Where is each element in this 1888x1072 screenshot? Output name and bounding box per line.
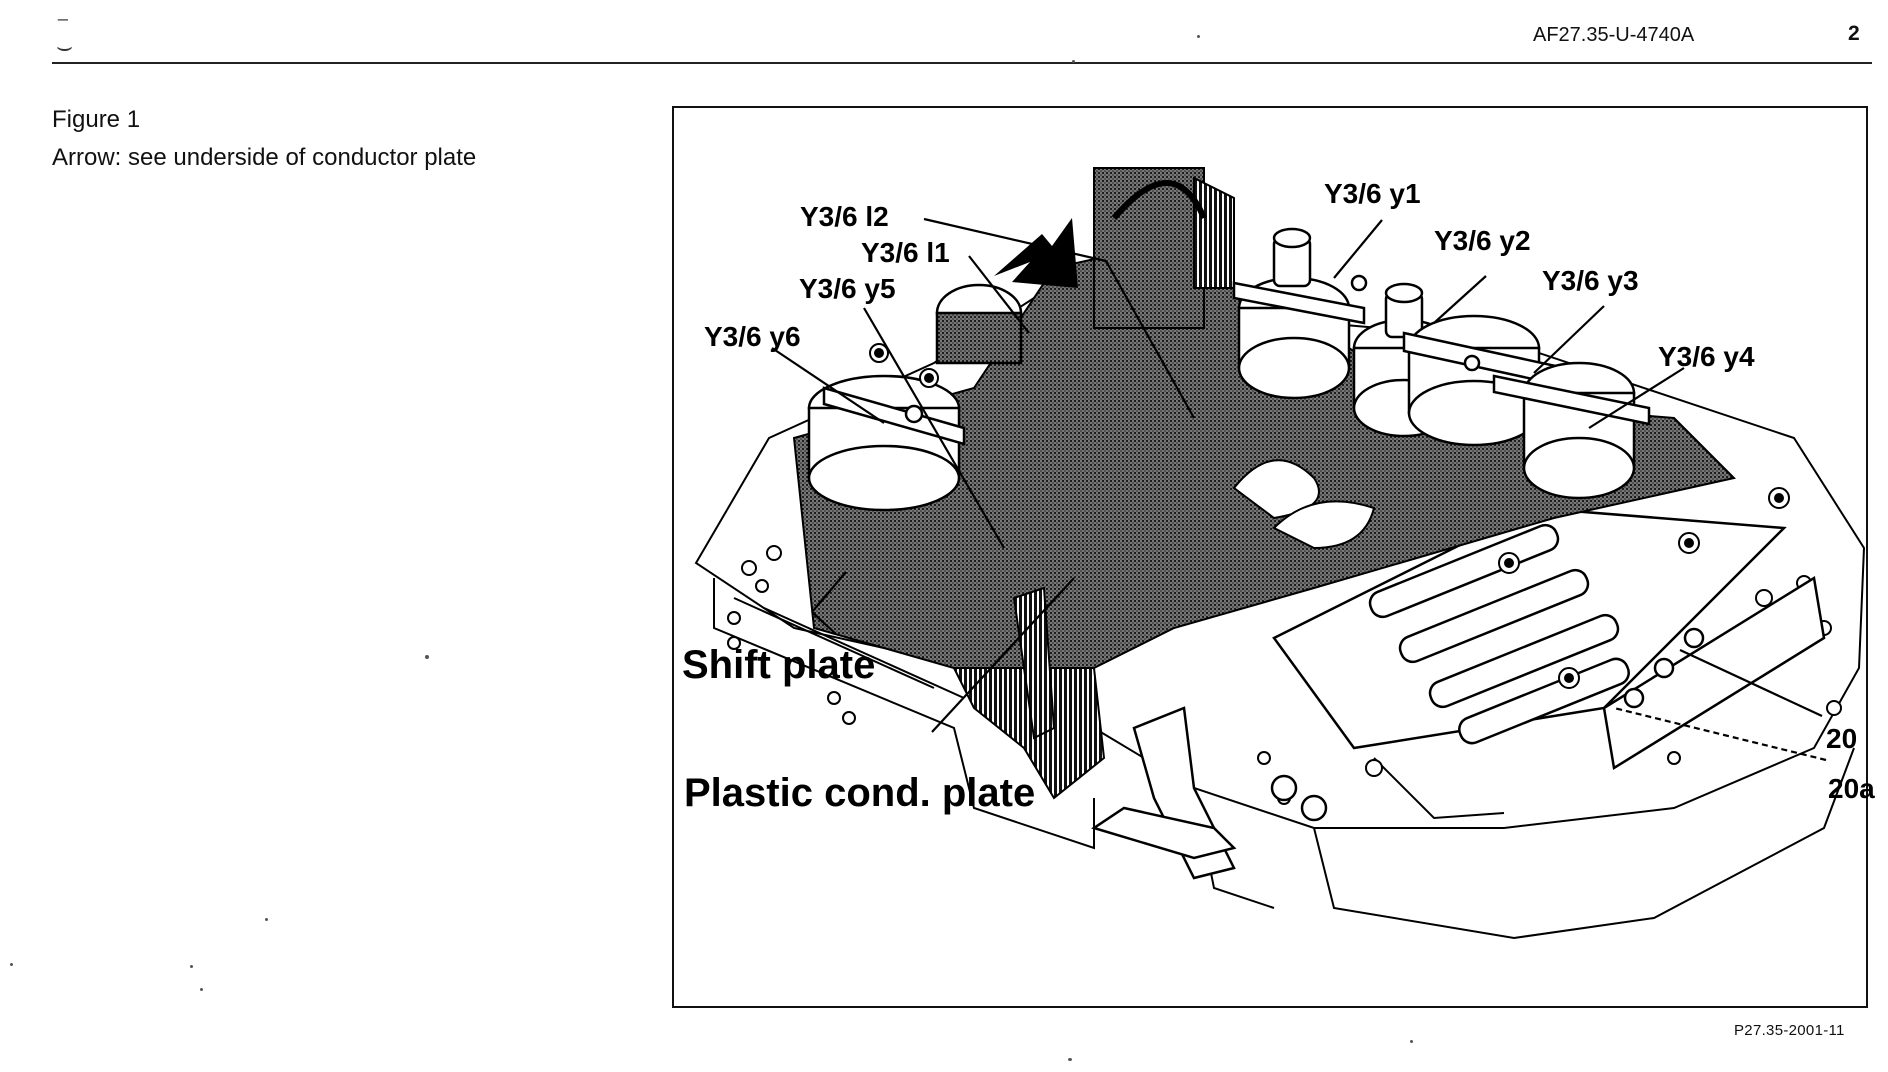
image-reference: P27.35-2001-11 — [1734, 1022, 1845, 1039]
label-y3-6-l2: Y3/6 l2 — [800, 201, 889, 232]
page-number: 2 — [1848, 22, 1860, 45]
scan-speck — [1410, 1040, 1413, 1043]
label-y3-6-y4: Y3/6 y4 — [1658, 341, 1755, 372]
plate-20-drawing — [1270, 506, 1826, 822]
label-20a: 20a — [1828, 773, 1875, 804]
label-y3-6-y6: Y3/6 y6 — [704, 321, 801, 352]
label-y3-6-y2: Y3/6 y2 — [1434, 225, 1531, 256]
scan-speck — [425, 655, 429, 659]
label-20: 20 — [1826, 723, 1857, 754]
scan-speck — [1068, 1058, 1072, 1061]
valve-body-illustration: Y3/6 l2 Y3/6 l1 Y3/6 y5 Y3/6 y6 Y3/6 y1 … — [682, 167, 1875, 940]
label-y3-6-y1: Y3/6 y1 — [1324, 178, 1421, 209]
label-plastic-cond-plate: Plastic cond. plate — [684, 771, 1035, 815]
label-y3-6-y5: Y3/6 y5 — [799, 273, 896, 304]
bracket-drawing — [1091, 706, 1237, 880]
scan-speck — [190, 965, 193, 968]
figure-title: Figure 1 — [52, 106, 141, 133]
label-y3-6-y3: Y3/6 y3 — [1542, 265, 1639, 296]
label-shift-plate: Shift plate — [682, 643, 875, 687]
scan-speck — [1197, 35, 1200, 38]
label-y3-6-l1: Y3/6 l1 — [861, 237, 950, 268]
scan-speck — [200, 988, 203, 991]
scan-speck — [10, 963, 13, 966]
conductor-plate-drawing — [792, 167, 1736, 800]
figure-caption: Arrow: see underside of conductor plate — [52, 144, 477, 171]
solenoids-drawing — [807, 227, 1651, 512]
bolts-drawing — [869, 343, 1790, 689]
document-code: AF27.35-U-4740A — [1533, 24, 1695, 46]
view-arrow — [994, 218, 1078, 288]
scan-speck — [265, 918, 268, 921]
leader-lines — [771, 217, 1827, 762]
header-rule — [52, 62, 1872, 64]
scan-speck — [1072, 60, 1075, 63]
header-mark: ⁻⌣ — [56, 10, 74, 62]
figure-frame: Y3/6 l2 Y3/6 l1 Y3/6 y5 Y3/6 y6 Y3/6 y1 … — [672, 106, 1875, 1008]
